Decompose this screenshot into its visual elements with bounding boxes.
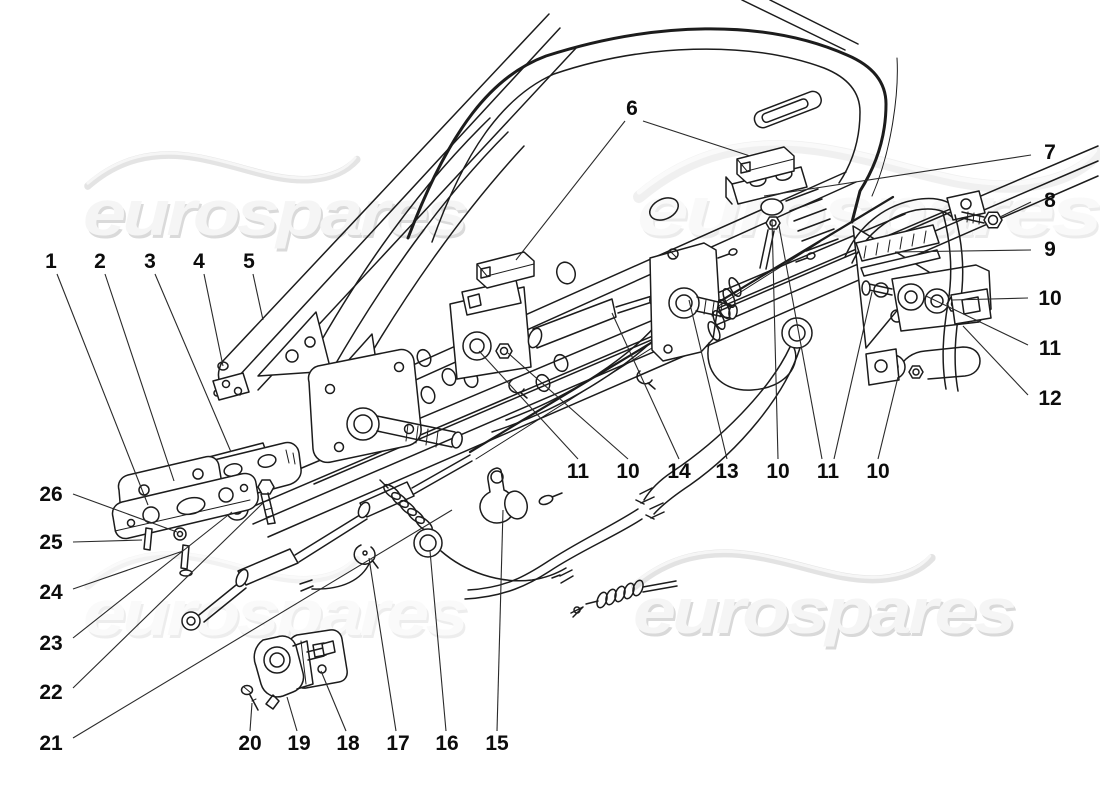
leader-line-2 [104,273,175,482]
part-callout-10: 10 [766,460,789,483]
leader-line-5 [252,273,264,321]
part-callout-9: 9 [1044,238,1056,261]
leader-line-11 [478,350,579,460]
part-callout-5: 5 [243,250,255,273]
part-callout-24: 24 [39,581,63,604]
part-callout-18: 18 [336,732,360,755]
leader-line-11 [833,291,873,460]
leader-line-15 [496,509,504,732]
leader-line-7 [763,154,1032,197]
leader-line-11 [778,225,823,460]
grommet-bumper [479,467,528,524]
part-callout-12: 12 [1038,387,1061,410]
part-callout-15: 15 [485,732,509,755]
part-callout-25: 25 [39,531,63,554]
leader-line-13 [688,299,728,460]
check-rod-cylinder [527,292,659,349]
part-callout-1: 1 [45,250,57,273]
part-callout-4: 4 [193,250,205,273]
leader-line-24 [72,550,184,590]
part-callout-7: 7 [1044,141,1056,164]
panel-holes [416,197,679,405]
watermark-bottom-left: eurospares eurospares [83,551,472,652]
door-vent-slots [785,188,839,252]
part-callout-10: 10 [1038,287,1061,310]
leader-line-3 [154,273,232,453]
part-callout-14: 14 [667,460,691,483]
part-callout-10: 10 [616,460,639,483]
window-regulator [307,348,463,464]
leader-line-25 [72,539,143,543]
watermark-text: eurospares [633,575,1015,647]
leader-line-4 [203,273,224,367]
part-callout-26: 26 [39,483,62,506]
part-callout-11: 11 [1039,337,1062,360]
leader-line-10 [951,297,1029,301]
leader-line-1 [56,273,149,506]
part-callout-3: 3 [144,250,156,273]
part-callout-11: 11 [567,460,590,483]
leader-line-20 [249,702,253,732]
leader-line-18 [320,670,347,732]
part-callout-17: 17 [386,732,409,755]
leader-lines [56,120,1032,739]
leader-line-16 [429,550,447,732]
leader-line-17 [368,557,397,732]
part-callout-2: 2 [94,250,106,273]
door-stay-rod [181,454,473,631]
striker-bracket-mid [449,251,535,380]
part-callout-20: 20 [238,732,261,755]
part-callout-11: 11 [817,460,840,483]
watermark-bottom-right: eurospares eurospares [631,549,1020,650]
door-switch-group [240,629,348,711]
part-callout-13: 13 [715,460,738,483]
part-callout-8: 8 [1044,189,1056,212]
part-callout-6: 6 [626,97,638,120]
pillar-plate [212,361,250,401]
check-strap-assembly [844,190,1003,392]
leader-line-14 [611,312,680,460]
watermark-text: eurospares [635,578,1017,650]
part-callout-10: 10 [866,460,889,483]
leader-line-12 [962,325,1029,396]
part-callout-21: 21 [39,732,63,755]
leader-line-9 [894,249,1032,253]
leader-line-26 [72,493,178,533]
leader-line-23 [72,511,233,639]
door-handle-slot [753,90,822,129]
latch-assembly [649,146,808,362]
leader-line-10 [771,218,779,460]
part-callout-23: 23 [39,632,62,655]
leader-line-6 [642,120,751,157]
leader-line-21 [72,509,453,739]
panel-screws [508,248,816,399]
part-callout-22: 22 [39,681,62,704]
leader-line-19 [286,696,298,732]
leader-line-10 [877,376,899,460]
watermark-top-left: eurospares eurospares [83,151,472,252]
leader-line-22 [72,501,265,689]
leader-line-8 [999,201,1032,218]
leader-line-11 [925,295,1029,346]
part-callout-19: 19 [287,732,310,755]
watermark-text: eurospares [85,180,469,252]
leader-line-10 [507,352,629,460]
wiring-harness [299,276,813,618]
leader-line-6 [515,120,626,261]
part-callout-16: 16 [435,732,458,755]
